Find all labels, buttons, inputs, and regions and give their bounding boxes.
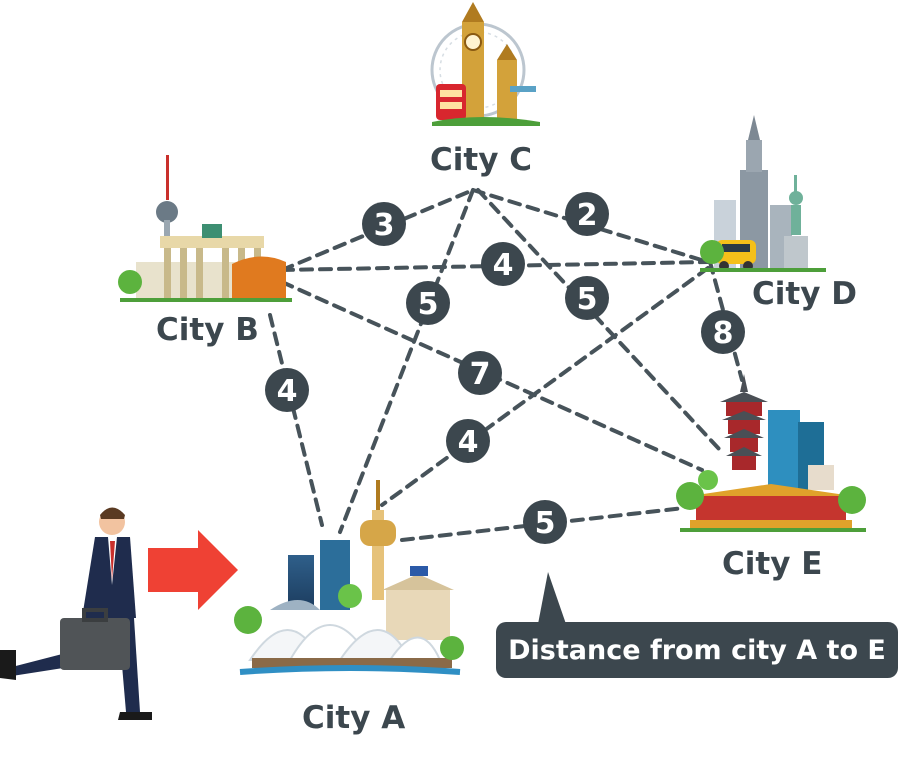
callout-text: Distance from city A to E bbox=[508, 635, 886, 666]
distance-badges: 3 2 4 5 5 8 7 4 4 5 bbox=[265, 192, 745, 544]
distance-badge-d-a bbox=[446, 419, 490, 463]
distance-badge-b-e bbox=[458, 351, 502, 395]
distance-badge-b-d bbox=[481, 242, 525, 286]
city-e-illustration bbox=[676, 374, 866, 532]
city-c-illustration bbox=[430, 2, 540, 126]
distance-label-c-d: 2 bbox=[577, 198, 598, 233]
edge-d-a bbox=[380, 266, 710, 507]
red-arrow-icon bbox=[148, 530, 238, 610]
distance-badge-c-a bbox=[406, 281, 450, 325]
distance-badge-b-c bbox=[362, 202, 406, 246]
distance-label-b-a: 4 bbox=[277, 374, 298, 409]
distance-badge-c-e bbox=[565, 276, 609, 320]
distance-badge-c-d bbox=[565, 192, 609, 236]
callout-pointer bbox=[538, 572, 566, 624]
city-d-illustration bbox=[700, 115, 826, 272]
distance-label-b-d: 4 bbox=[493, 248, 514, 283]
edge-b-a bbox=[268, 313, 324, 527]
edge-c-a bbox=[338, 188, 475, 534]
distance-label-b-c: 3 bbox=[374, 208, 395, 243]
distance-label-d-a: 4 bbox=[458, 425, 479, 460]
businessman-illustration bbox=[0, 507, 152, 720]
edge-c-e bbox=[476, 188, 722, 452]
distance-label-b-e: 7 bbox=[470, 357, 491, 392]
city-b-label: City B bbox=[156, 312, 259, 348]
distance-label-c-e: 5 bbox=[577, 282, 598, 317]
distance-callout: Distance from city A to E bbox=[496, 572, 898, 678]
city-e-label: City E bbox=[722, 546, 823, 582]
distance-badge-a-e bbox=[523, 500, 567, 544]
city-a-label: City A bbox=[302, 700, 406, 736]
distance-badge-d-e bbox=[701, 310, 745, 354]
city-d-label: City D bbox=[752, 276, 857, 312]
callout-box bbox=[496, 622, 898, 678]
distance-label-d-e: 8 bbox=[713, 316, 734, 351]
distance-label-a-e: 5 bbox=[535, 506, 556, 541]
city-b-illustration bbox=[118, 155, 292, 302]
city-a-illustration bbox=[234, 480, 464, 675]
distance-badge-b-a bbox=[265, 368, 309, 412]
distance-label-c-a: 5 bbox=[418, 287, 439, 322]
city-c-label: City C bbox=[430, 142, 532, 178]
